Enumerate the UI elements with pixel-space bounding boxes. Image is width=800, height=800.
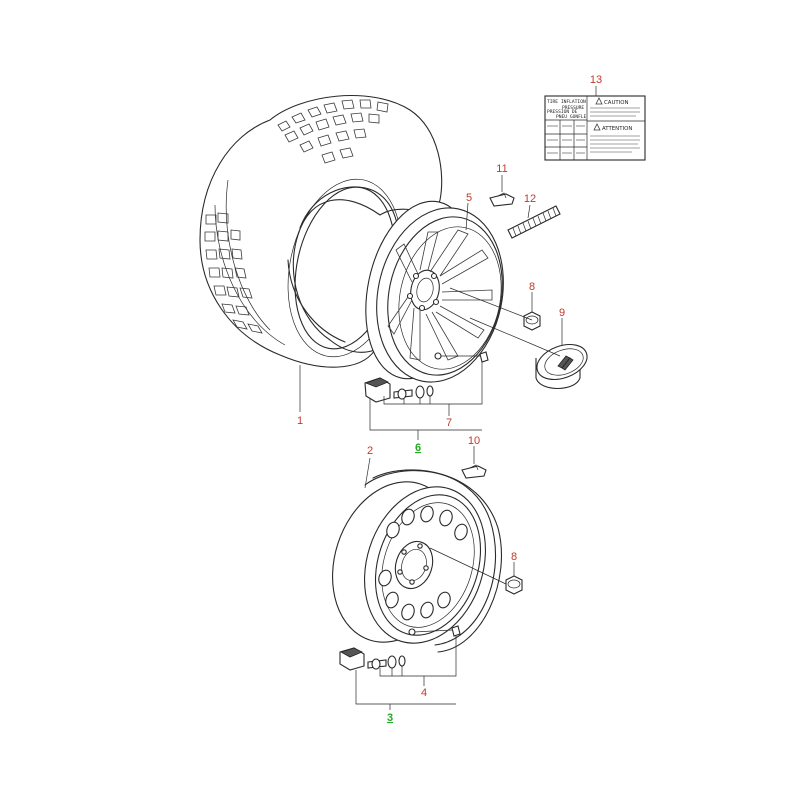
callout-9: 9 <box>559 307 565 319</box>
callout-5: 5 <box>466 192 472 204</box>
label-text-line1: TIRE INFLATION <box>547 99 586 105</box>
label-fine-print <box>547 107 640 154</box>
callout-1: 1 <box>297 415 303 427</box>
balance-weight-clip <box>489 192 515 207</box>
leader-lines <box>299 86 597 710</box>
label-caution-heading: CAUTION <box>604 100 629 106</box>
tire-tread-top <box>277 99 389 164</box>
steel-wheel <box>332 469 502 653</box>
alloy-wheel <box>365 200 504 383</box>
callout-4: 4 <box>421 687 427 699</box>
valve-assembly-lower <box>339 625 461 671</box>
adhesive-weight-strip <box>507 205 561 239</box>
callout-12: 12 <box>524 193 536 205</box>
callout-8-upper: 8 <box>529 281 535 293</box>
callout-13: 13 <box>590 74 602 86</box>
callout-numbers: 1 2 3 4 5 6 7 8 8 9 10 11 12 13 <box>297 74 602 724</box>
wheel-nut-upper <box>523 311 541 331</box>
tire-tread-left <box>204 212 263 334</box>
label-text-line2: PRESSURE <box>562 105 584 111</box>
callout-7: 7 <box>446 417 452 429</box>
center-cap <box>535 343 588 389</box>
wheel-nut-lower <box>505 575 523 595</box>
callout-11: 11 <box>496 163 507 175</box>
callout-3: 3 <box>387 712 393 724</box>
warning-triangle-icon <box>595 97 603 105</box>
callout-8-lower: 8 <box>511 551 517 563</box>
tire <box>199 94 443 368</box>
label-attention-heading: ATTENTION <box>602 126 632 132</box>
balance-weight-steel <box>461 464 487 479</box>
tire-pressure-label: TIRE INFLATION PRESSURE PRESSION DE PNEU… <box>544 95 646 161</box>
callout-2: 2 <box>367 445 373 457</box>
callout-6: 6 <box>415 442 421 454</box>
warning-triangle-icon <box>593 123 601 131</box>
label-text-line4: PNEU GONFLE <box>556 114 587 120</box>
alloy-wheel-spokes <box>387 229 493 361</box>
steel-wheel-vent-holes <box>378 505 468 621</box>
callout-10: 10 <box>468 435 480 447</box>
label-text-line3: PRESSION DE <box>547 109 578 115</box>
